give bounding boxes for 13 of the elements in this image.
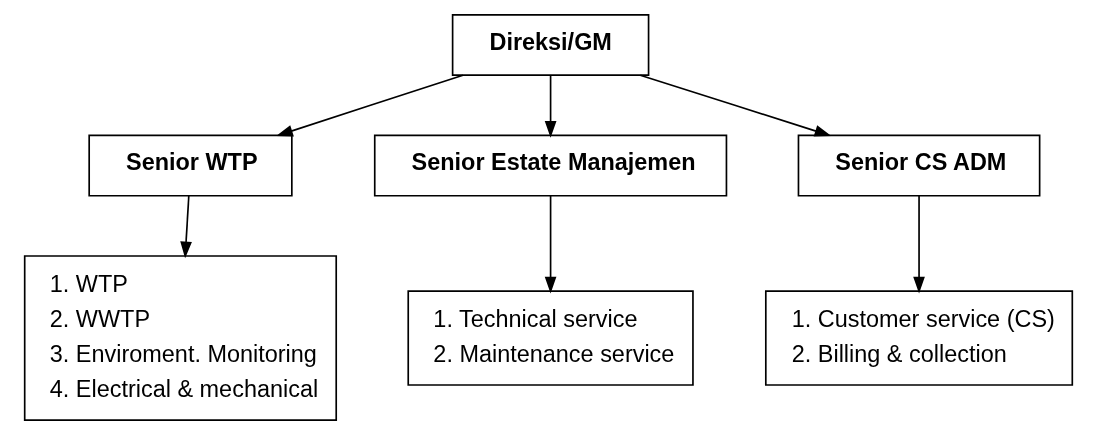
arrow <box>180 195 192 259</box>
node-box: Senior WTP <box>88 134 293 197</box>
node-box: 1. WTP 2. WWTP 3. Enviroment. Monitoring 4. Electrical & mechanical <box>23 255 338 421</box>
arrow <box>544 74 557 138</box>
node-box: Senior Estate Manajemen <box>373 134 728 197</box>
arrow <box>639 74 832 137</box>
arrow <box>913 195 925 294</box>
arrow <box>544 195 557 294</box>
node-box: 1. Customer service (CS) 2. Billing & collection <box>764 290 1074 386</box>
node-box: Senior CS ADM <box>797 134 1041 197</box>
node-box: Direksi/GM <box>451 14 650 76</box>
arrow <box>276 74 464 137</box>
node-box: 1. Technical service 2. Maintenance service <box>407 290 694 386</box>
